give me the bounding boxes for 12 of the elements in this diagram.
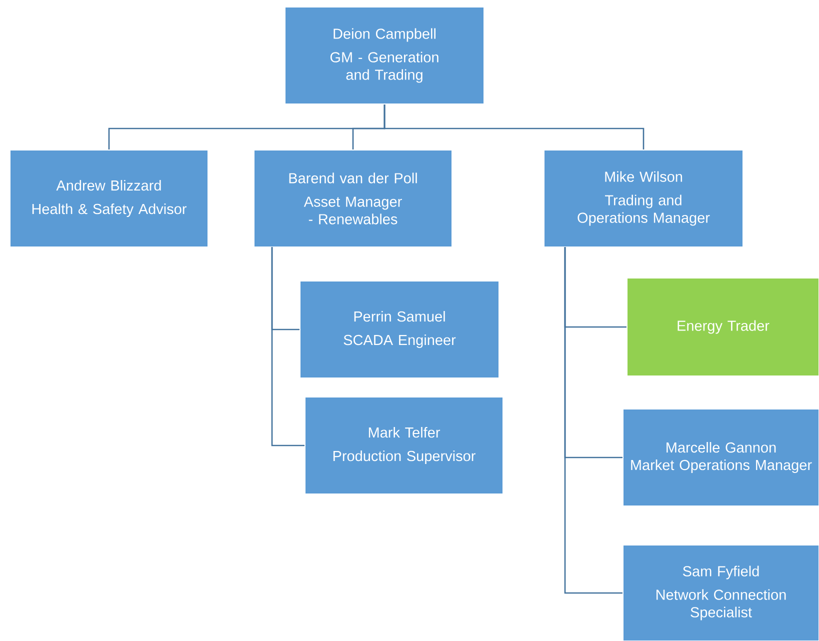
org-box: Mark Telfer Production Supervisor [304, 396, 504, 494]
org-box: Sam Fyfield Network Connection Specialist [622, 544, 819, 641]
org-box: Energy Trader [626, 278, 819, 376]
org-box: Barend van der Poll Asset Manager - Renewables [254, 150, 452, 248]
org-box: Perrin Samuel SCADA Engineer [300, 280, 500, 378]
org-box: Andrew Blizzard Health & Safety Advisor [10, 150, 208, 248]
org-box: Mike Wilson Trading and Operations Manager [544, 150, 744, 248]
org-box: Marcelle Gannon Market Operations Manager [622, 408, 819, 506]
connector-line [384, 104, 644, 150]
connector-line [271, 247, 304, 446]
connector-line [564, 247, 622, 594]
org-box: Deion Campbell GM - Generation and Trading [284, 6, 484, 104]
